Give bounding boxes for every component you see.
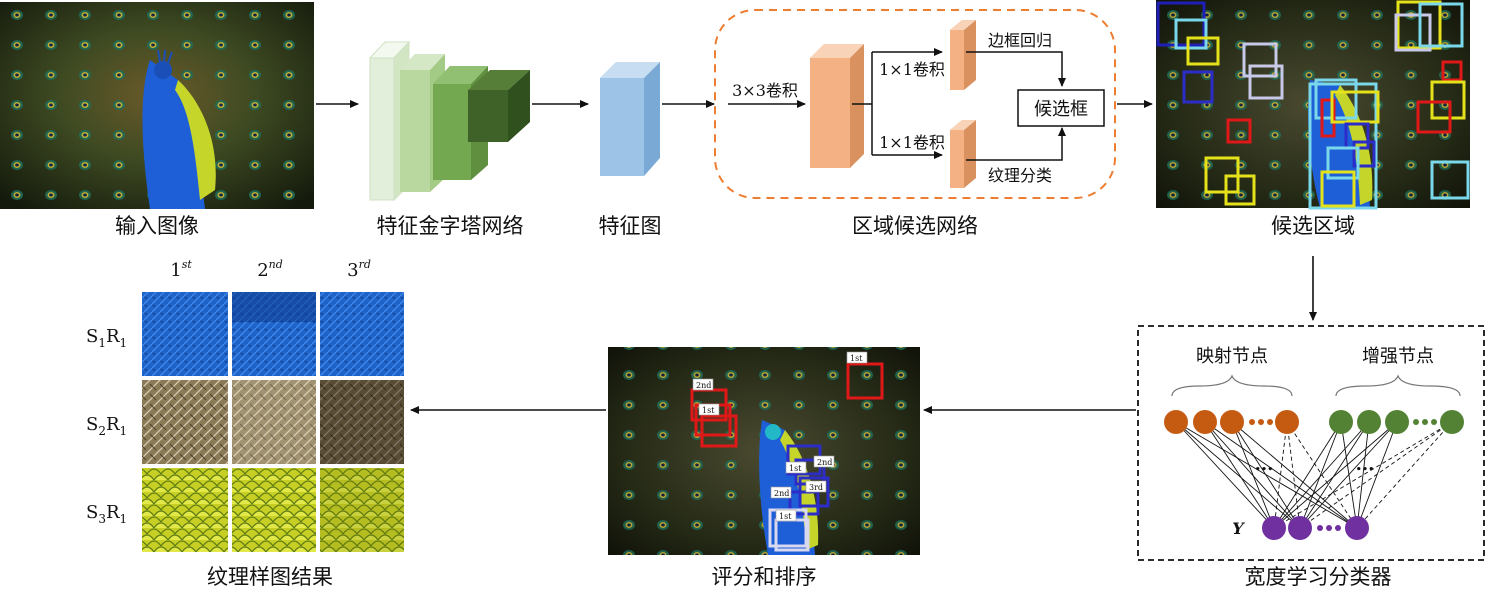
texture-s1-3: [320, 292, 404, 376]
rpn-conv1-top-block: [950, 20, 976, 90]
texture-s3-1: [142, 468, 228, 552]
label-input-image: 输入图像: [115, 214, 199, 238]
box-tag-1: 2nd: [696, 381, 711, 390]
row-labels: S1R1 S2R1 S3R1: [86, 326, 127, 526]
label-candidate-regions: 候选区域: [1271, 214, 1355, 238]
rpn-conv3-block: [810, 44, 864, 168]
texture-s3-2: [232, 468, 316, 552]
box-tag-7: 1st: [779, 512, 792, 521]
bls-dashed-border: [1137, 325, 1485, 561]
label-feature-map: 特征图: [599, 214, 662, 238]
texture-s2-3: [320, 380, 404, 464]
box-tag-5: 1st: [789, 464, 802, 473]
label-conv1-bottom: 1×1卷积: [879, 133, 945, 152]
mapping-nodes: [1164, 410, 1299, 434]
brace-mapping: [1171, 374, 1293, 397]
candidate-regions-image: [1156, 0, 1470, 210]
brace-enhancement: [1335, 374, 1461, 397]
rank-header-1: 1st: [170, 258, 192, 281]
label-proposal: 候选框: [1034, 99, 1088, 120]
row-label-2: S2R1: [86, 414, 127, 438]
label-mapping-nodes: 映射节点: [1196, 346, 1268, 367]
label-broad-classifier: 宽度学习分类器: [1245, 565, 1392, 589]
input-image: [0, 2, 314, 209]
rank-header-3: 3rd: [347, 258, 371, 281]
box-tag-3: 2nd: [817, 458, 832, 467]
enhancement-nodes: [1329, 410, 1464, 434]
label-score-rank: 评分和排序: [712, 565, 817, 589]
bls-connections: [1175, 421, 1453, 529]
label-texture-cls: 纹理分类: [988, 166, 1052, 185]
label-conv1-top: 1×1卷积: [879, 60, 945, 79]
box-tag-4: 3rd: [809, 483, 823, 492]
label-conv3: 3×3卷积: [732, 81, 798, 100]
ellipsis-mapping: ...: [1255, 454, 1274, 475]
label-bbox-regression: 边框回归: [988, 31, 1052, 50]
rpn-dashed-border: [714, 9, 1116, 199]
ellipsis-enhancement: ...: [1356, 454, 1375, 475]
label-fpn: 特征金字塔网络: [377, 214, 524, 238]
box-tag-2: 1st: [702, 406, 715, 415]
row-label-3: S3R1: [86, 502, 127, 526]
rpn-conv1-bottom-block: [950, 120, 976, 188]
texture-s1-1: [142, 292, 228, 376]
label-texture-results: 纹理样图结果: [207, 565, 333, 589]
output-nodes: [1262, 516, 1369, 540]
box-tag-6: 2nd: [774, 489, 789, 498]
texture-grid: [142, 292, 404, 552]
label-rpn: 区域候选网络: [852, 214, 978, 238]
feature-map-block: [600, 62, 660, 176]
fpn-blocks: [368, 40, 530, 202]
texture-s2-2: [232, 380, 316, 464]
ranking-image: 1st 2nd 1st 2nd 3rd 1st 2nd 1st: [608, 347, 920, 555]
box-tag-0: 1st: [850, 354, 863, 363]
arrow-bbox-to-proposal: [966, 51, 1066, 87]
row-label-1: S1R1: [86, 326, 127, 350]
label-enhancement-nodes: 增强节点: [1362, 346, 1434, 367]
proposal-box: [1017, 89, 1105, 127]
rank-headers: 1st 2nd 3rd: [170, 258, 371, 281]
texture-s2-1: [142, 380, 228, 464]
texture-s3-3: [320, 468, 404, 552]
arrow-cls-to-proposal: [966, 127, 1066, 161]
rank-header-2: 2nd: [257, 258, 283, 281]
label-output-y: Y: [1232, 519, 1245, 538]
